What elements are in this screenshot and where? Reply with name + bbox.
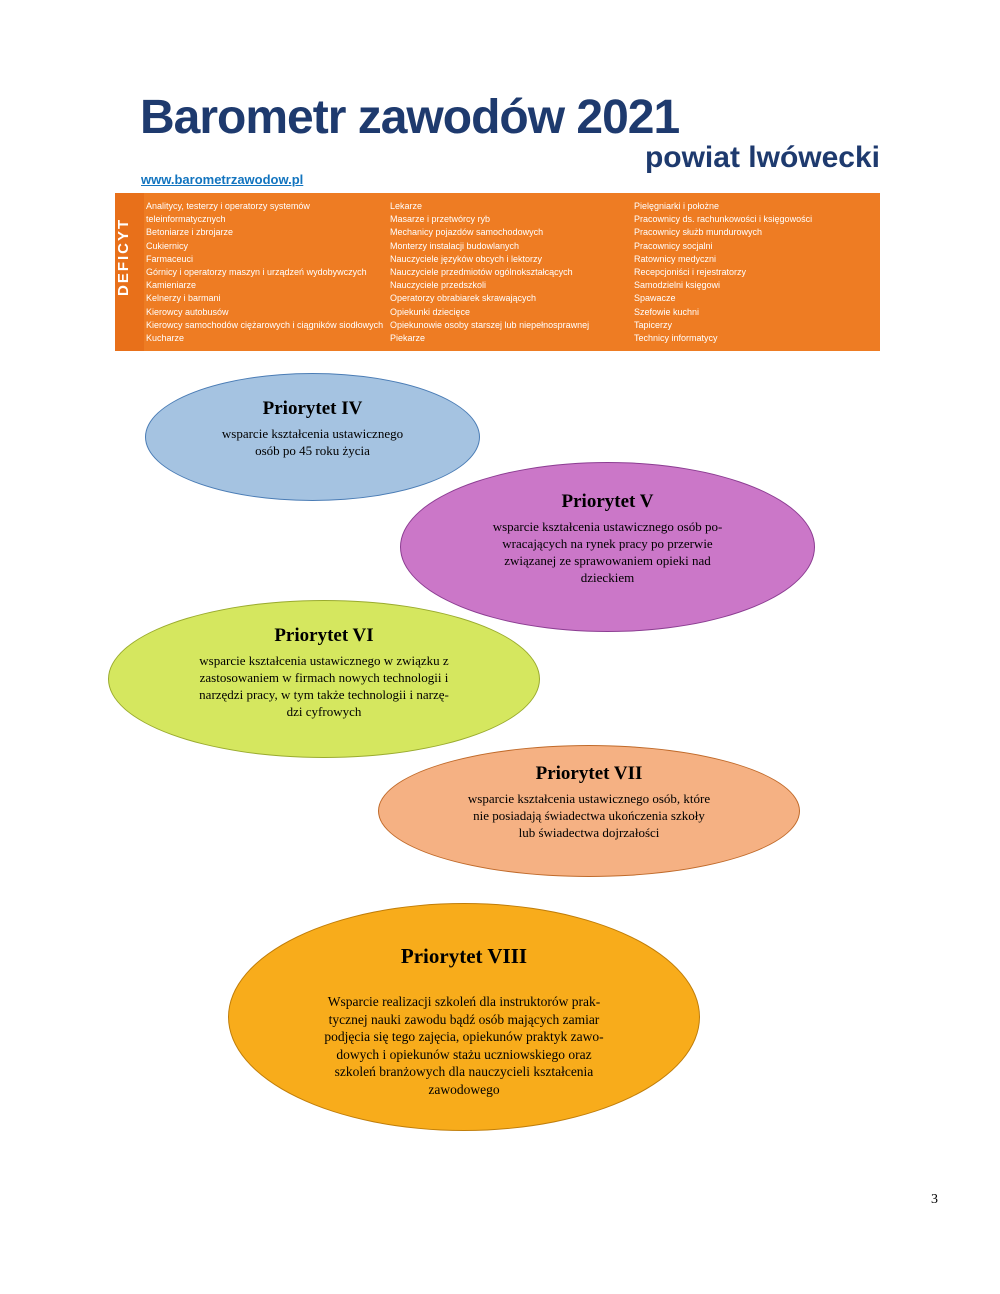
priority-v-title: Priorytet V (561, 491, 654, 512)
priority-ellipse-v: Priorytet V wsparcie kształcenia ustawic… (400, 462, 815, 632)
occupation-item: Cukiernicy (146, 240, 189, 251)
occupation-item: Monterzy instalacji budowlanych (390, 240, 520, 251)
priority-v-body: wsparcie kształcenia ustawicznego osób p… (492, 519, 723, 585)
occupation-item: Lekarze (390, 201, 423, 211)
occupation-item: Piekarze (390, 333, 426, 344)
occupation-item: Farmaceuci (146, 253, 194, 264)
occupation-item: Samodzielni księgowi (634, 280, 721, 291)
priority-ellipse-viii: Priorytet VIII Wsparcie realizacji szkol… (228, 903, 700, 1131)
priority-viii-title: Priorytet VIII (400, 944, 528, 968)
priority-iv-title: Priorytet IV (262, 398, 363, 419)
occupation-item: Nauczyciele języków obcych i lektorzy (390, 253, 543, 264)
priority-vi-title: Priorytet VI (274, 625, 374, 646)
occupation-item: Spawacze (634, 293, 676, 304)
occupation-item: Nauczyciele przedmiotów ogólnokształcący… (390, 267, 573, 278)
deficyt-strip: DEFICYT (115, 193, 144, 351)
priority-iv-body: wsparcie kształcenia ustawicznego osób p… (221, 426, 404, 458)
priority-vi-body: wsparcie kształcenia ustawicznego w zwią… (199, 653, 449, 719)
page-subtitle: powiat lwówecki (644, 141, 880, 174)
priority-ellipse-iv: Priorytet IV wsparcie kształcenia ustawi… (145, 373, 480, 501)
website-link[interactable]: www.barometrzawodow.pl (141, 172, 304, 187)
page-title: Barometr zawodów 2021 (140, 91, 680, 144)
priority-viii-body: Wsparcie realizacji szkoleń dla instrukt… (324, 994, 604, 1097)
occupation-item: Kelnerzy i barmani (146, 293, 221, 304)
occupation-item: Kierowcy autobusów (146, 306, 229, 317)
occupation-item: Technicy informatycy (634, 333, 718, 344)
occupation-column-1: Analitycy, testerzy i operatorzy systemó… (146, 200, 390, 351)
occupation-item: Nauczyciele przedszkoli (390, 280, 487, 291)
occupation-item: Pracownicy służb mundurowych (634, 227, 763, 238)
priority-vii-title: Priorytet VII (535, 763, 643, 784)
occupation-item: Mechanicy pojazdów samochodowych (390, 227, 544, 238)
occupation-item: Betoniarze i zbrojarze (146, 227, 234, 238)
deficyt-label: DEFICYT (115, 217, 132, 297)
occupation-item: Kucharze (146, 333, 185, 344)
occupation-item: Recepcjoniści i rejestratorzy (634, 267, 747, 278)
occupation-item: Analitycy, testerzy i operatorzy systemó… (146, 201, 310, 225)
occupation-item: Operatorzy obrabiarek skrawających (390, 293, 537, 304)
occupation-item: Kamieniarze (146, 280, 197, 291)
occupation-item: Kierowcy samochodów ciężarowych i ciągni… (146, 319, 384, 330)
occupation-item: Górnicy i operatorzy maszyn i urządzeń w… (146, 267, 367, 278)
page-number: 3 (931, 1192, 938, 1207)
occupation-item: Pielęgniarki i położne (634, 201, 720, 211)
occupation-item: Masarze i przetwórcy ryb (390, 214, 491, 225)
priority-ellipse-vi: Priorytet VI wsparcie kształcenia ustawi… (108, 600, 540, 758)
priority-ellipse-vii: Priorytet VII wsparcie kształcenia ustaw… (378, 745, 800, 877)
occupation-item: Pracownicy socjalni (634, 240, 713, 251)
occupation-item: Tapicerzy (634, 319, 673, 330)
priority-vii-body: wsparcie kształcenia ustawicznego osób, … (467, 791, 711, 840)
occupation-item: Ratownicy medyczni (634, 253, 717, 264)
deficyt-banner: DEFICYT Analitycy, testerzy i operatorzy… (115, 193, 880, 351)
occupation-item: Opiekunowie osoby starszej lub niepełnos… (390, 319, 590, 330)
occupation-item: Opiekunki dziecięce (390, 306, 471, 317)
occupation-item: Szefowie kuchni (634, 306, 700, 317)
occupation-columns: Analitycy, testerzy i operatorzy systemó… (144, 193, 880, 351)
occupation-item: Pracownicy ds. rachunkowości i księgowoś… (634, 214, 813, 225)
